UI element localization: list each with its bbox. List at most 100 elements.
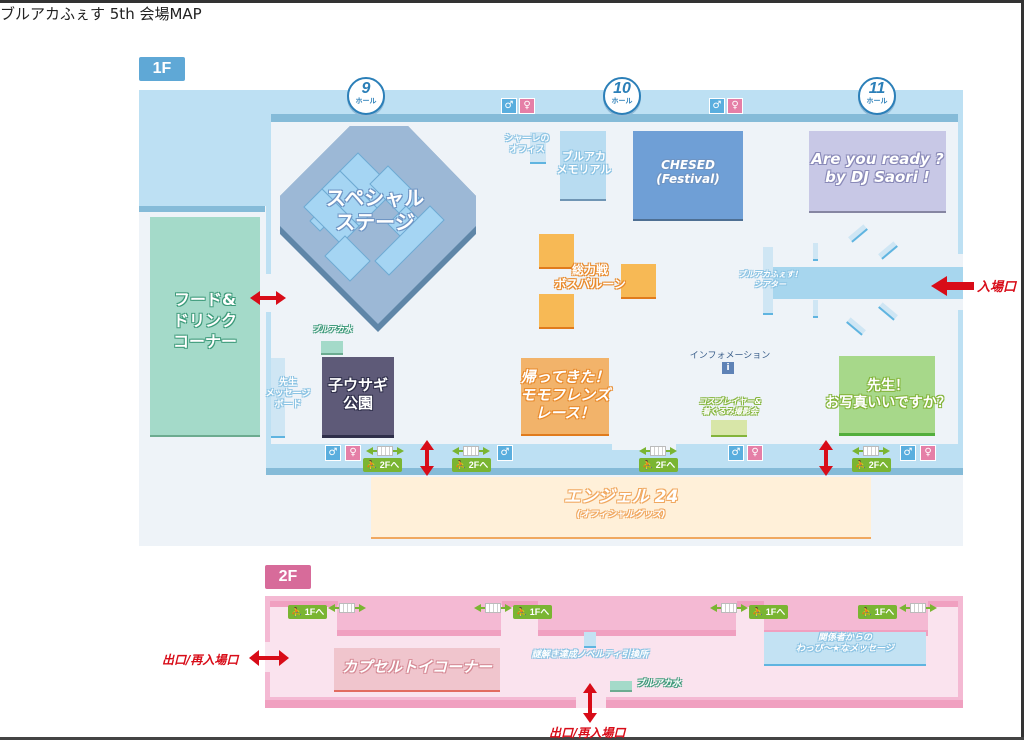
stairs-label: 2Fへ: [379, 460, 400, 470]
stairs-to-1f-button[interactable]: ⛹ 1Fへ: [288, 605, 328, 619]
escalator-icon: [366, 446, 404, 456]
stairs-icon: ⛹: [455, 460, 467, 470]
boss-balloon-label[interactable]: 総力戦 ボスバルーン: [554, 263, 626, 292]
stairs-to-1f-button[interactable]: ⛹ 1Fへ: [749, 605, 789, 619]
puzzle-novelty-area[interactable]: [584, 632, 596, 648]
schale-office-area[interactable]: [530, 132, 546, 164]
stairs-icon: ⛹: [642, 460, 654, 470]
stairs-label: 1Fへ: [765, 607, 786, 617]
momofriends-race-label: 帰ってきた！ モモフレンズ レース！: [520, 368, 610, 422]
stage-seating: [303, 152, 445, 282]
escalator-icon: [852, 446, 890, 456]
restroom-female-icon: ♀: [920, 445, 936, 461]
food-corner-passage-arrow: [250, 291, 286, 305]
restroom-female-icon: ♀: [727, 98, 743, 114]
theater-label: ブルアカふぇす！ シアター: [738, 270, 802, 289]
sensei-photo-label: 先生！ お写真いいですか？: [825, 378, 951, 411]
stairs-to-2f-button[interactable]: ⛹ 2Fへ: [452, 458, 492, 472]
bluearchive-water-label-2f: ブルアカ水: [636, 679, 682, 689]
stairs-icon: ⛹: [366, 460, 378, 470]
stairs-label: 2Fへ: [868, 460, 889, 470]
sensei-photo-area[interactable]: [839, 356, 935, 436]
capsule-toy-label: カプセルトイコーナー: [341, 658, 492, 676]
bluearchive-water-area[interactable]: [321, 341, 343, 355]
stairs-label: 1Fへ: [529, 607, 550, 617]
restroom-male-icon: ♂: [709, 98, 725, 114]
message-board-label: 先生 メッセージ ボード: [265, 378, 311, 410]
bluearchive-memorial-area[interactable]: [560, 131, 606, 201]
special-stage-shape[interactable]: [280, 126, 476, 332]
chesed-area[interactable]: [633, 131, 743, 221]
hall-number: 11: [868, 80, 886, 97]
window-frame-bottom: [0, 737, 1024, 740]
kousagi-park-area[interactable]: [322, 357, 394, 438]
hall-caption: ホール: [866, 98, 888, 105]
exit-reentry-left-arrow: [249, 650, 289, 666]
stairs-to-1f-button[interactable]: ⛹ 1Fへ: [513, 605, 553, 619]
information-label: インフォメーション: [689, 351, 771, 361]
stairs-to-2f-button[interactable]: ⛹ 2Fへ: [639, 458, 679, 472]
theater-speaker: [813, 243, 818, 261]
food-drink-label: フード& ドリンク コーナー: [172, 290, 237, 351]
restroom-male-icon: ♂: [900, 445, 916, 461]
floor1-wall-segment: [266, 114, 271, 274]
hall-caption: ホール: [355, 98, 377, 105]
hall-caption: ホール: [611, 98, 633, 105]
stairs-to-1f-button[interactable]: ⛹ 1Fへ: [858, 605, 898, 619]
stairs-icon: ⛹: [861, 607, 873, 617]
restroom-male-icon: ♂: [497, 445, 513, 461]
escalator-icon: [474, 603, 512, 613]
dj-saori-area[interactable]: [809, 131, 946, 213]
floor1-wall-segment: [266, 312, 271, 472]
stairs-label: 2Fへ: [655, 460, 676, 470]
window-frame-top: [0, 0, 1024, 3]
staff-messages-area[interactable]: [764, 632, 926, 666]
momofriends-race-area[interactable]: [521, 358, 609, 436]
boss-balloon-block: [539, 294, 574, 329]
restroom-female-icon: ♀: [747, 445, 763, 461]
floor2-wall: [502, 601, 538, 607]
entrance-arrow-icon: [931, 276, 947, 296]
hall-10-marker: 10 ホール: [603, 77, 641, 115]
message-board-area[interactable]: [271, 358, 285, 438]
restroom-female-icon: ♀: [345, 445, 361, 461]
information-icon[interactable]: i: [722, 362, 734, 374]
stairs-icon: ⛹: [855, 460, 867, 470]
page-title: ブルアカふぇす 5th 会場MAP: [0, 5, 202, 23]
bluearchive-water-label: ブルアカ水: [312, 325, 352, 334]
stage-floor: [280, 126, 476, 324]
exit-reentry-bottom-arrow: [583, 683, 597, 723]
bluearchive-water-area-2f[interactable]: [610, 681, 632, 692]
angel24-area[interactable]: [371, 477, 871, 539]
angel24-label: エンジェル 24: [563, 487, 679, 507]
cosplay-photo-area[interactable]: [711, 420, 747, 437]
stairs-to-2f-button[interactable]: ⛹ 2Fへ: [363, 458, 403, 472]
floor2-wall-block: [538, 605, 736, 636]
angel24-sublabel: (オフィシャルグッズ): [576, 510, 666, 520]
floor1-wall-bottom: [266, 468, 963, 475]
theater-speaker: [813, 300, 818, 318]
stairs-label: 1Fへ: [304, 607, 325, 617]
stairs-to-2f-button[interactable]: ⛹ 2Fへ: [852, 458, 892, 472]
stairs-label: 1Fへ: [874, 607, 895, 617]
staff-messages-label: 関係者からの わっぴ～★なメッセージ: [796, 633, 894, 654]
escalator-icon: [899, 603, 937, 613]
escalator-icon: [710, 603, 748, 613]
cosplay-photo-label: コスプレイヤー& 着ぐるみ撮影会: [698, 397, 762, 416]
corridor-gap: [612, 440, 676, 450]
passage-arrow: [819, 440, 833, 476]
food-drink-area[interactable]: [150, 217, 260, 437]
stairs-label: 2Fへ: [468, 460, 489, 470]
capsule-toy-area[interactable]: [334, 648, 500, 692]
stairs-icon: ⛹: [752, 607, 764, 617]
window-frame-right: [1021, 0, 1024, 740]
exit-reentry-left-label: 出口/再入場口: [162, 653, 239, 667]
floor1-wall-segment: [958, 114, 963, 254]
floor-1f-badge: 1F: [139, 57, 185, 81]
floor2-wall: [270, 601, 338, 607]
floor1-wall-segment: [958, 310, 963, 474]
schale-office-label: シャーレの オフィス: [504, 134, 550, 155]
floor2-wall: [737, 601, 764, 607]
escalator-icon: [639, 446, 677, 456]
escalator-icon: [328, 603, 366, 613]
